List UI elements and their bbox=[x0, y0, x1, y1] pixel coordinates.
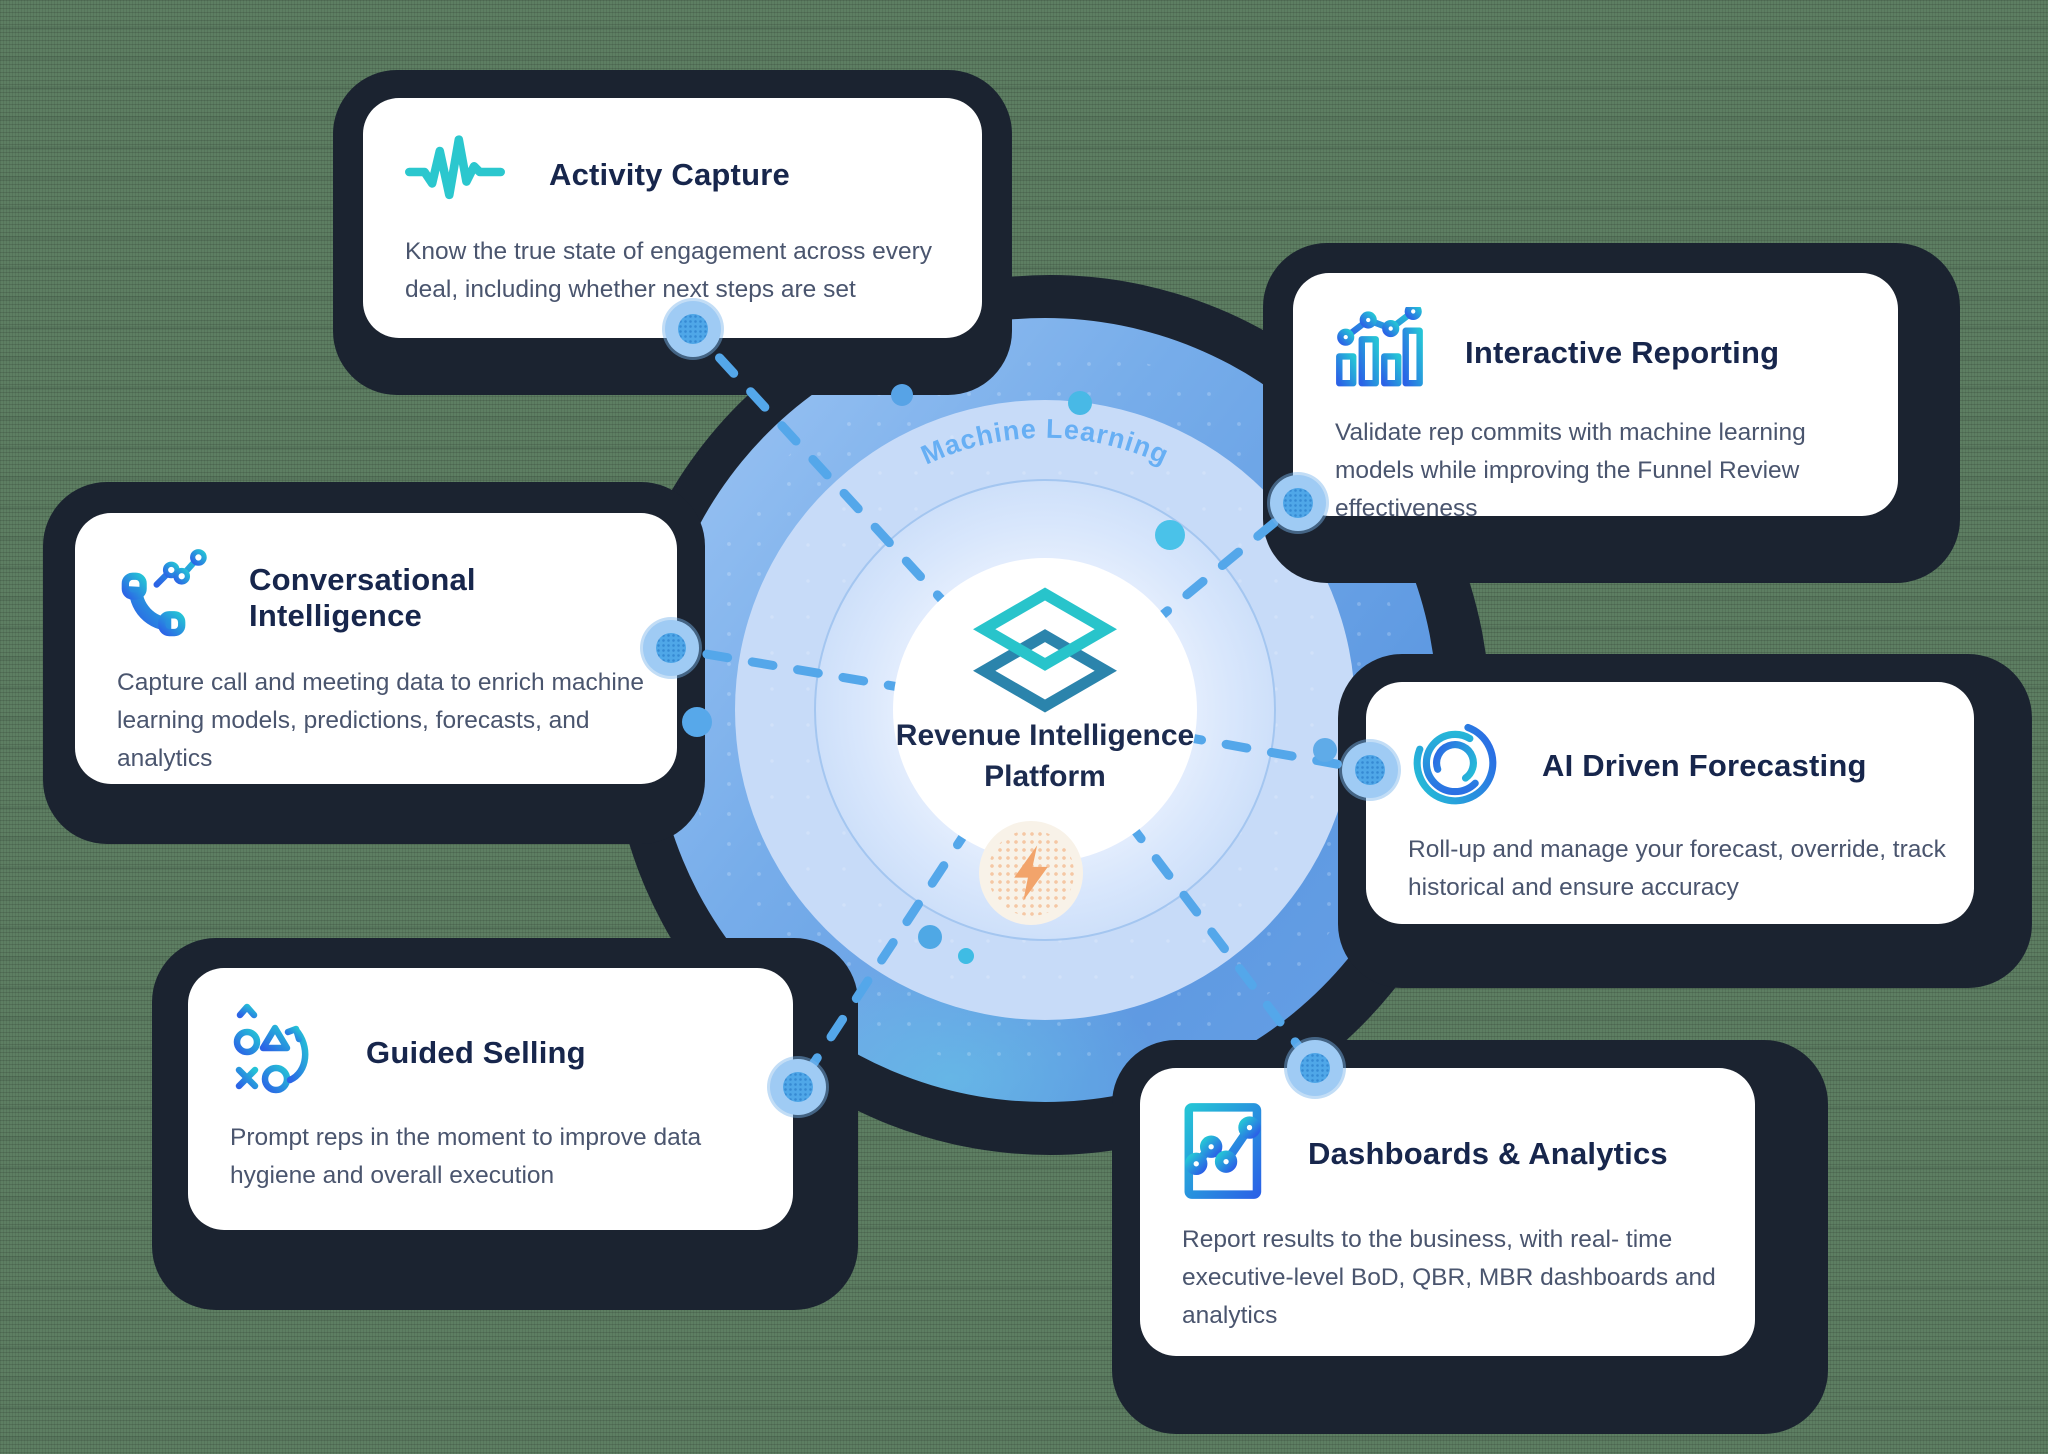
card-title: Activity Capture bbox=[549, 156, 790, 192]
card-description: Roll-up and manage your forecast, overri… bbox=[1408, 836, 1946, 901]
platform-title: Revenue Intelligence Platform bbox=[896, 716, 1194, 798]
bar-chart-trend-icon bbox=[1332, 302, 1425, 398]
phone-chart-icon bbox=[117, 547, 213, 648]
strategy-playbook-icon bbox=[230, 1002, 326, 1103]
card-dashboards-analytics: Dashboards & Analytics Report results to… bbox=[1140, 1068, 1755, 1356]
connector-dot-ai bbox=[1342, 742, 1398, 798]
card-title: AI Driven Forecasting bbox=[1542, 747, 1867, 783]
connector-dot-interactive bbox=[1270, 475, 1326, 531]
pulse-waveform-icon bbox=[405, 132, 505, 217]
connector-dot-conversational bbox=[643, 620, 699, 676]
card-interactive-reporting: Interactive Reporting Validate rep commi… bbox=[1293, 273, 1898, 522]
overlapping-diamonds-logo bbox=[973, 587, 1117, 713]
card-title: Dashboards & Analytics bbox=[1308, 1135, 1668, 1171]
card-description: Report results to the business, with rea… bbox=[1182, 1226, 1716, 1329]
card-title: Guided Selling bbox=[366, 1034, 586, 1070]
card-description: Validate rep commits with machine learni… bbox=[1335, 419, 1806, 522]
card-ai-driven-forecasting: AI Driven Forecasting Roll-up and manage… bbox=[1366, 682, 1974, 924]
card-activity-capture: Activity Capture Know the true state of … bbox=[363, 98, 982, 338]
lightning-bolt-icon bbox=[1014, 845, 1048, 901]
dashboard-line-chart-icon bbox=[1182, 1102, 1268, 1205]
connector-dot-dashboards bbox=[1287, 1040, 1343, 1096]
lightning-badge bbox=[979, 821, 1083, 925]
connector-dot-activity bbox=[665, 301, 721, 357]
card-guided-selling: Guided Selling Prompt reps in the moment… bbox=[188, 968, 793, 1230]
center-platform-circle: Revenue Intelligence Platform bbox=[893, 558, 1197, 862]
platform-title-line1: Revenue Intelligence bbox=[895, 719, 1195, 752]
spiral-arcs-icon bbox=[1408, 716, 1502, 815]
card-conversational-intelligence: Conversational Intelligence Capture call… bbox=[75, 513, 677, 784]
card-description: Prompt reps in the moment to improve dat… bbox=[230, 1124, 702, 1189]
card-description: Know the true state of engagement across… bbox=[405, 238, 933, 303]
connector-dot-guided bbox=[770, 1059, 826, 1115]
card-title: Interactive Reporting bbox=[1465, 334, 1780, 370]
card-description: Capture call and meeting data to enrich … bbox=[117, 669, 645, 772]
platform-title-line2: Platform bbox=[984, 759, 1106, 793]
card-title: Conversational Intelligence bbox=[249, 561, 476, 633]
